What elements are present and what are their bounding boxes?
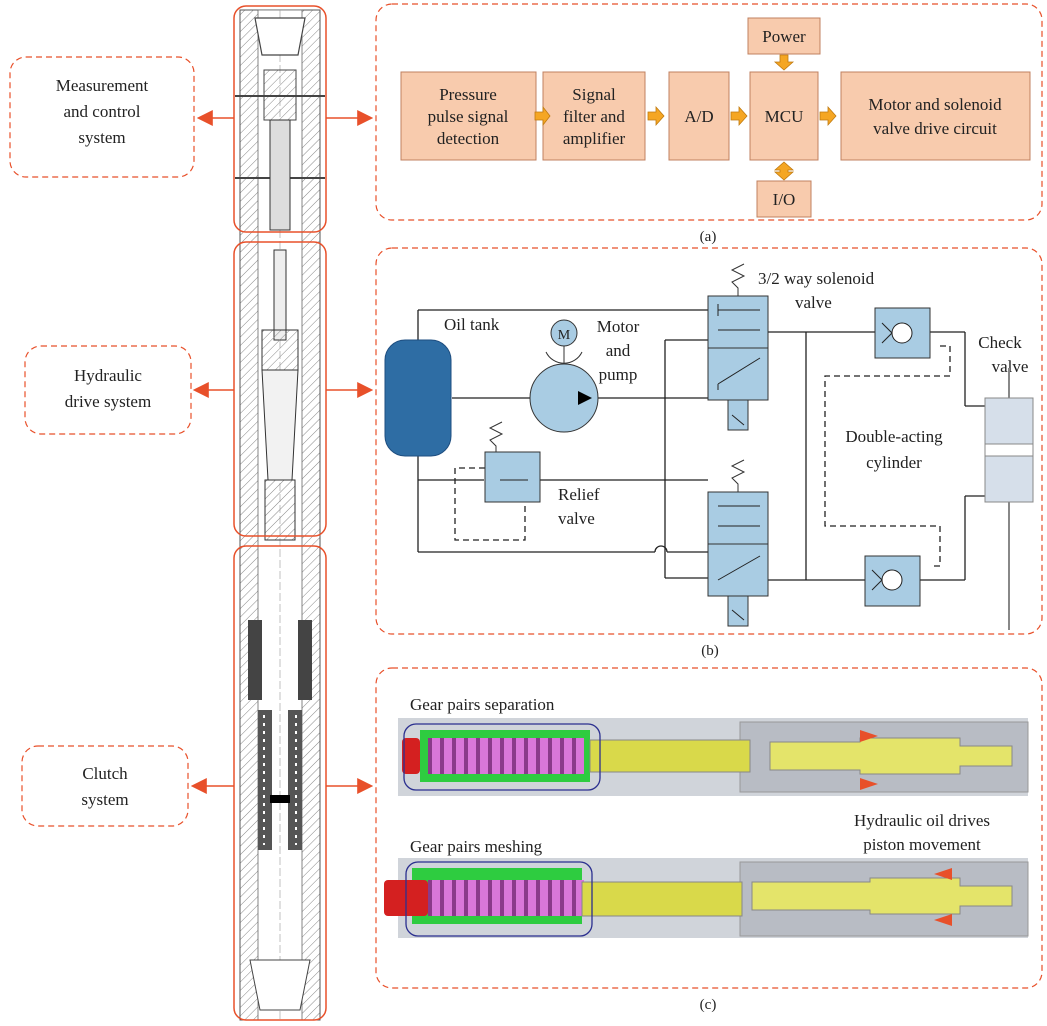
svg-text:Check: Check <box>978 333 1022 352</box>
svg-text:drive system: drive system <box>65 392 151 411</box>
svg-text:Double-acting: Double-acting <box>845 427 943 446</box>
svg-text:valve drive circuit: valve drive circuit <box>873 119 997 138</box>
clutch-separation <box>398 718 1028 796</box>
check-valve-top <box>875 308 930 358</box>
svg-text:I/O: I/O <box>773 190 796 209</box>
svg-text:valve: valve <box>795 293 832 312</box>
solenoid-valve-top <box>708 264 768 430</box>
svg-text:Hydraulic oil drives: Hydraulic oil drives <box>854 811 990 830</box>
svg-text:amplifier: amplifier <box>563 129 626 148</box>
block-mcu: MCU <box>750 72 818 160</box>
block-pressure: Pressure pulse signal detection <box>401 72 536 160</box>
svg-text:Gear pairs meshing: Gear pairs meshing <box>410 837 543 856</box>
clutch-system-label: Clutch system <box>22 746 188 826</box>
svg-text:A/D: A/D <box>684 107 713 126</box>
svg-text:Relief: Relief <box>558 485 600 504</box>
block-ad: A/D <box>669 72 729 160</box>
svg-text:pump: pump <box>599 365 638 384</box>
block-motor-drive: Motor and solenoid valve drive circuit <box>841 72 1030 160</box>
svg-text:pulse signal: pulse signal <box>428 107 509 126</box>
measurement-system-label: Measurement and control system <box>10 57 194 177</box>
caption-c: (c) <box>700 997 717 1013</box>
hydraulic-system-label: Hydraulic drive system <box>25 346 191 434</box>
check-valve-bottom <box>865 556 920 606</box>
svg-text:Gear pairs separation: Gear pairs separation <box>410 695 555 714</box>
svg-text:Motor and solenoid: Motor and solenoid <box>868 95 1002 114</box>
svg-text:filter and: filter and <box>563 107 625 126</box>
caption-b: (b) <box>701 643 719 659</box>
svg-text:system: system <box>81 790 128 809</box>
svg-text:piston movement: piston movement <box>863 835 981 854</box>
block-filter: Signal filter and amplifier <box>543 72 645 160</box>
svg-text:and: and <box>606 341 631 360</box>
svg-text:3/2 way solenoid: 3/2 way solenoid <box>758 269 875 288</box>
svg-text:M: M <box>558 328 571 343</box>
motor-pump: M Motor and pump <box>530 317 640 432</box>
svg-text:Motor: Motor <box>597 317 640 336</box>
svg-text:Oil tank: Oil tank <box>444 315 500 334</box>
caption-a: (a) <box>700 229 717 245</box>
double-acting-cylinder <box>985 368 1033 630</box>
svg-text:Pressure: Pressure <box>439 85 497 104</box>
relief-valve: Relief valve <box>485 422 600 528</box>
tool-cross-section <box>235 10 325 1020</box>
solenoid-valve-bottom <box>708 460 768 626</box>
svg-text:MCU: MCU <box>765 107 804 126</box>
svg-text:Signal: Signal <box>572 85 616 104</box>
svg-text:Hydraulic: Hydraulic <box>74 366 142 385</box>
svg-text:detection: detection <box>437 129 500 148</box>
block-io: I/O <box>757 181 811 217</box>
clutch-meshing <box>384 858 1028 938</box>
svg-text:valve: valve <box>558 509 595 528</box>
svg-text:Clutch: Clutch <box>82 764 128 783</box>
oil-tank: Oil tank <box>385 315 500 456</box>
svg-text:cylinder: cylinder <box>866 453 922 472</box>
svg-text:system: system <box>78 128 125 147</box>
svg-text:Measurement: Measurement <box>56 76 149 95</box>
svg-text:and control: and control <box>64 102 141 121</box>
svg-text:Power: Power <box>762 27 806 46</box>
block-power: Power <box>748 18 820 54</box>
